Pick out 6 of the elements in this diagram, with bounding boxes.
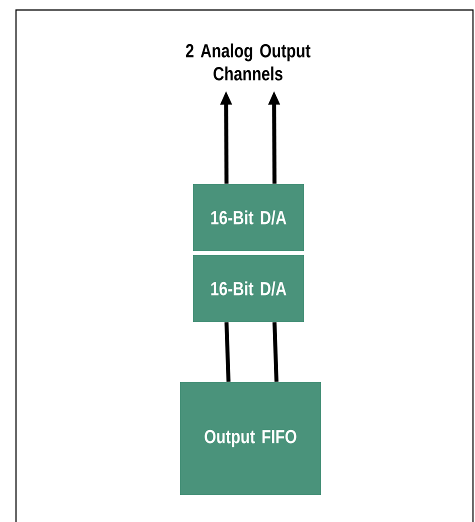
connector-line <box>272 322 278 382</box>
process-box: 16-Bit D/A <box>193 184 304 251</box>
process-box: 16-Bit D/A <box>193 255 304 322</box>
process-box: Output FIFO <box>180 382 321 495</box>
heading-text: 2 Analog Output Channels <box>186 44 310 80</box>
connector-line <box>224 322 230 382</box>
